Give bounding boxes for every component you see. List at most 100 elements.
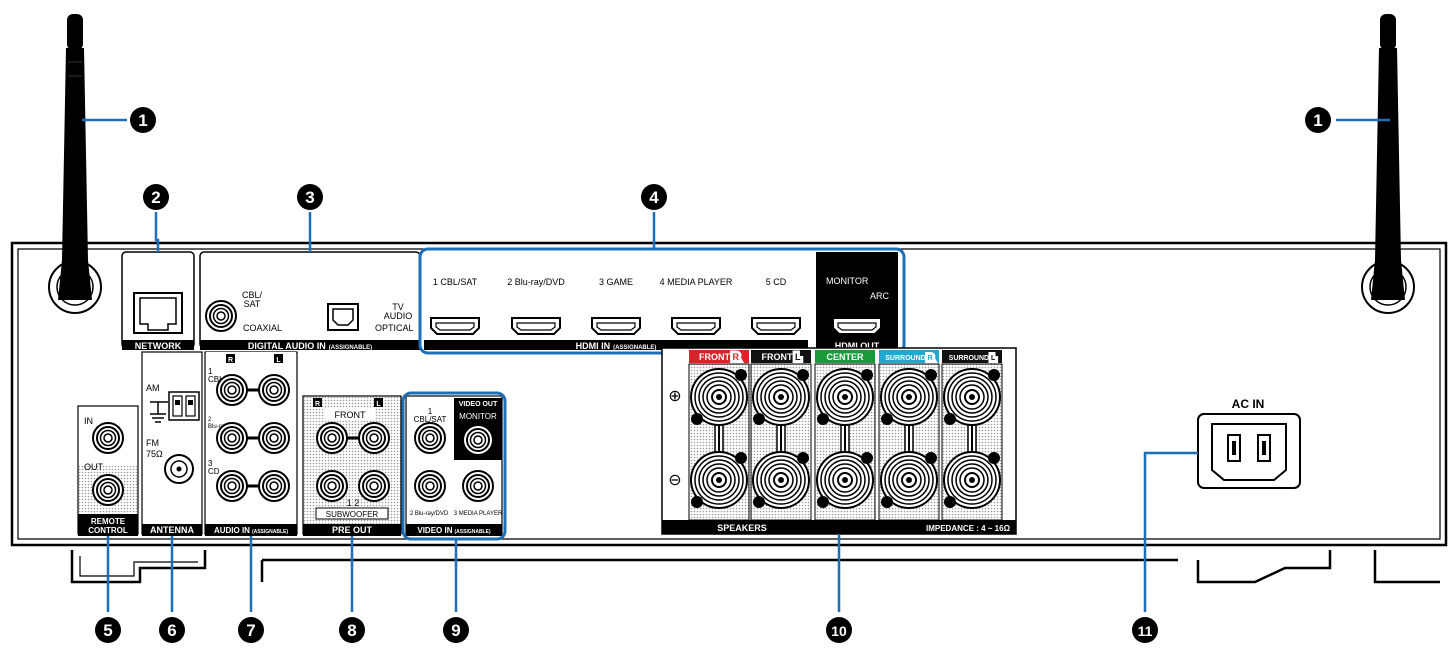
hdmi-in-5-label: 5 CD (766, 277, 787, 287)
video-highlight (401, 391, 507, 541)
subwoofer-label: SUBWOOFER (326, 510, 379, 519)
audio-in-2-l-jack[interactable] (258, 422, 290, 454)
speaker-terminal-negative[interactable] (752, 451, 810, 509)
video-in-1-jack[interactable] (414, 422, 446, 454)
remote-label-line2: CONTROL (88, 526, 128, 535)
svg-text:1: 1 (138, 111, 147, 130)
speaker-terminal-negative[interactable] (816, 451, 874, 509)
pre-out-label: PRE OUT (332, 525, 373, 535)
video-monitor-label: MONITOR (459, 412, 497, 421)
speaker-channel-label: FRONT L (762, 352, 802, 362)
ac-in-label: AC IN (1232, 397, 1265, 411)
hdmi-in-4-port[interactable] (671, 317, 721, 335)
callout-7: 7 (238, 617, 264, 643)
minus-symbol: ⊖ (668, 472, 681, 489)
video-monitor-jack[interactable] (462, 424, 494, 456)
speaker-terminal-positive[interactable] (752, 368, 810, 426)
speaker-terminal-negative[interactable] (880, 451, 938, 509)
audio-in-jacks (216, 374, 290, 502)
hdmi-in-5-port[interactable] (751, 317, 801, 335)
optical-jack[interactable] (327, 303, 359, 331)
network-label: NETWORK (135, 341, 182, 351)
audio-in-3-l-jack[interactable] (258, 470, 290, 502)
fm-label: FM (146, 438, 159, 448)
audio-in-3-r-jack[interactable] (216, 470, 248, 502)
remote-label-line1: REMOTE (91, 517, 126, 526)
callout-9: 9 (443, 617, 469, 643)
network-port[interactable] (133, 292, 183, 334)
speaker-header (689, 350, 749, 363)
hdmi-in-2-label: 2 Blu-ray/DVD (507, 277, 565, 287)
video-out-label: VIDEO OUT (459, 401, 498, 408)
speaker-terminal-positive[interactable] (880, 368, 938, 426)
hdmi-in-3-label: 3 GAME (599, 277, 633, 287)
hdmi-out-label: HDMI OUT (835, 341, 880, 351)
optical-label: OPTICAL (375, 323, 414, 333)
audio-in-2-r-jack[interactable] (216, 422, 248, 454)
svg-text:2: 2 (151, 188, 160, 207)
fm-jack[interactable] (164, 454, 194, 484)
am-terminal[interactable] (150, 391, 200, 423)
ac-inlet[interactable] (1197, 413, 1301, 489)
callout-6: 6 (159, 617, 185, 643)
remote-out-label: OUT (84, 462, 104, 472)
hdmi-out-port[interactable] (832, 317, 882, 335)
hdmi-monitor-label: MONITOR (826, 276, 869, 286)
fm-ohm-label: 75Ω (146, 449, 163, 459)
hdmi-in-labels: 1 CBL/SAT 2 Blu-ray/DVD 3 GAME 4 MEDIA PLAY… (433, 277, 787, 287)
pre-out-sub2-jack[interactable] (358, 470, 390, 502)
pre-out-front-l-jack[interactable] (358, 422, 390, 454)
speaker-terminal-positive[interactable] (943, 368, 1001, 426)
remote-in-jack[interactable] (92, 422, 124, 454)
speaker-terminal-positive[interactable] (816, 368, 874, 426)
video-in-3-label: 3 MEDIA PLAYER (454, 511, 503, 517)
audio-in-1-l-jack[interactable] (258, 374, 290, 406)
video-in-3-jack[interactable] (462, 470, 494, 502)
pre-out-sub1-jack[interactable] (316, 470, 348, 502)
hdmi-in-4-label: 4 MEDIA PLAYER (660, 277, 733, 287)
audio-in-r-label: R (228, 357, 233, 364)
hdmi-in-3-port[interactable] (591, 317, 641, 335)
hdmi-out-section: MONITOR ARC HDMI OUT (816, 252, 898, 351)
speaker-terminal-positive[interactable] (690, 368, 748, 426)
remote-out-jack[interactable] (92, 474, 124, 506)
pre-out-r-label: R (315, 401, 320, 408)
remote-control-section: IN OUT REMOTE CONTROL (77, 405, 139, 536)
svg-text:10: 10 (831, 623, 847, 639)
speaker-channel-label: CENTER (826, 352, 864, 362)
speakers-label: SPEAKERS (717, 523, 767, 533)
speaker-terminal-negative[interactable] (690, 451, 748, 509)
pre-out-front-r-jack[interactable] (316, 422, 348, 454)
hdmi-in-1-label: 1 CBL/SAT (433, 277, 478, 287)
speaker-header (879, 350, 939, 363)
callout-11: 11 (1132, 617, 1158, 643)
speaker-terminal-negative[interactable] (943, 451, 1001, 509)
svg-text:8: 8 (347, 621, 356, 640)
audio-in-l-label: L (276, 357, 281, 364)
callout-leaders (82, 118, 1390, 612)
svg-text:4: 4 (649, 188, 659, 207)
svg-text:3: 3 (305, 188, 314, 207)
speaker-channel-label: SURROUND R (885, 355, 932, 362)
svg-text:11: 11 (1138, 623, 1153, 639)
video-in-2-jack[interactable] (414, 470, 446, 502)
audio-in-1-r-jack[interactable] (216, 374, 248, 406)
hdmi-in-2-port[interactable] (511, 317, 561, 335)
pre-out-front-label: FRONT (335, 410, 366, 420)
hdmi-in-section: 1 CBL/SAT 2 Blu-ray/DVD 3 GAME 4 MEDIA PLAY… (424, 252, 808, 351)
coaxial-jack[interactable] (205, 300, 237, 332)
remote-in-label: IN (84, 416, 93, 426)
speaker-channel-label: SURROUND L (949, 355, 996, 362)
hdmi-in-1-port[interactable] (430, 317, 480, 335)
subwoofer-numbers: 1 2 (347, 498, 360, 508)
ac-in-section: AC IN (1197, 397, 1301, 489)
svg-text:6: 6 (167, 621, 176, 640)
digital-audio-label: DIGITAL AUDIO IN(ASSIGNABLE) (248, 341, 372, 351)
hdmi-in-label: HDMI IN(ASSIGNABLE) (576, 341, 657, 351)
